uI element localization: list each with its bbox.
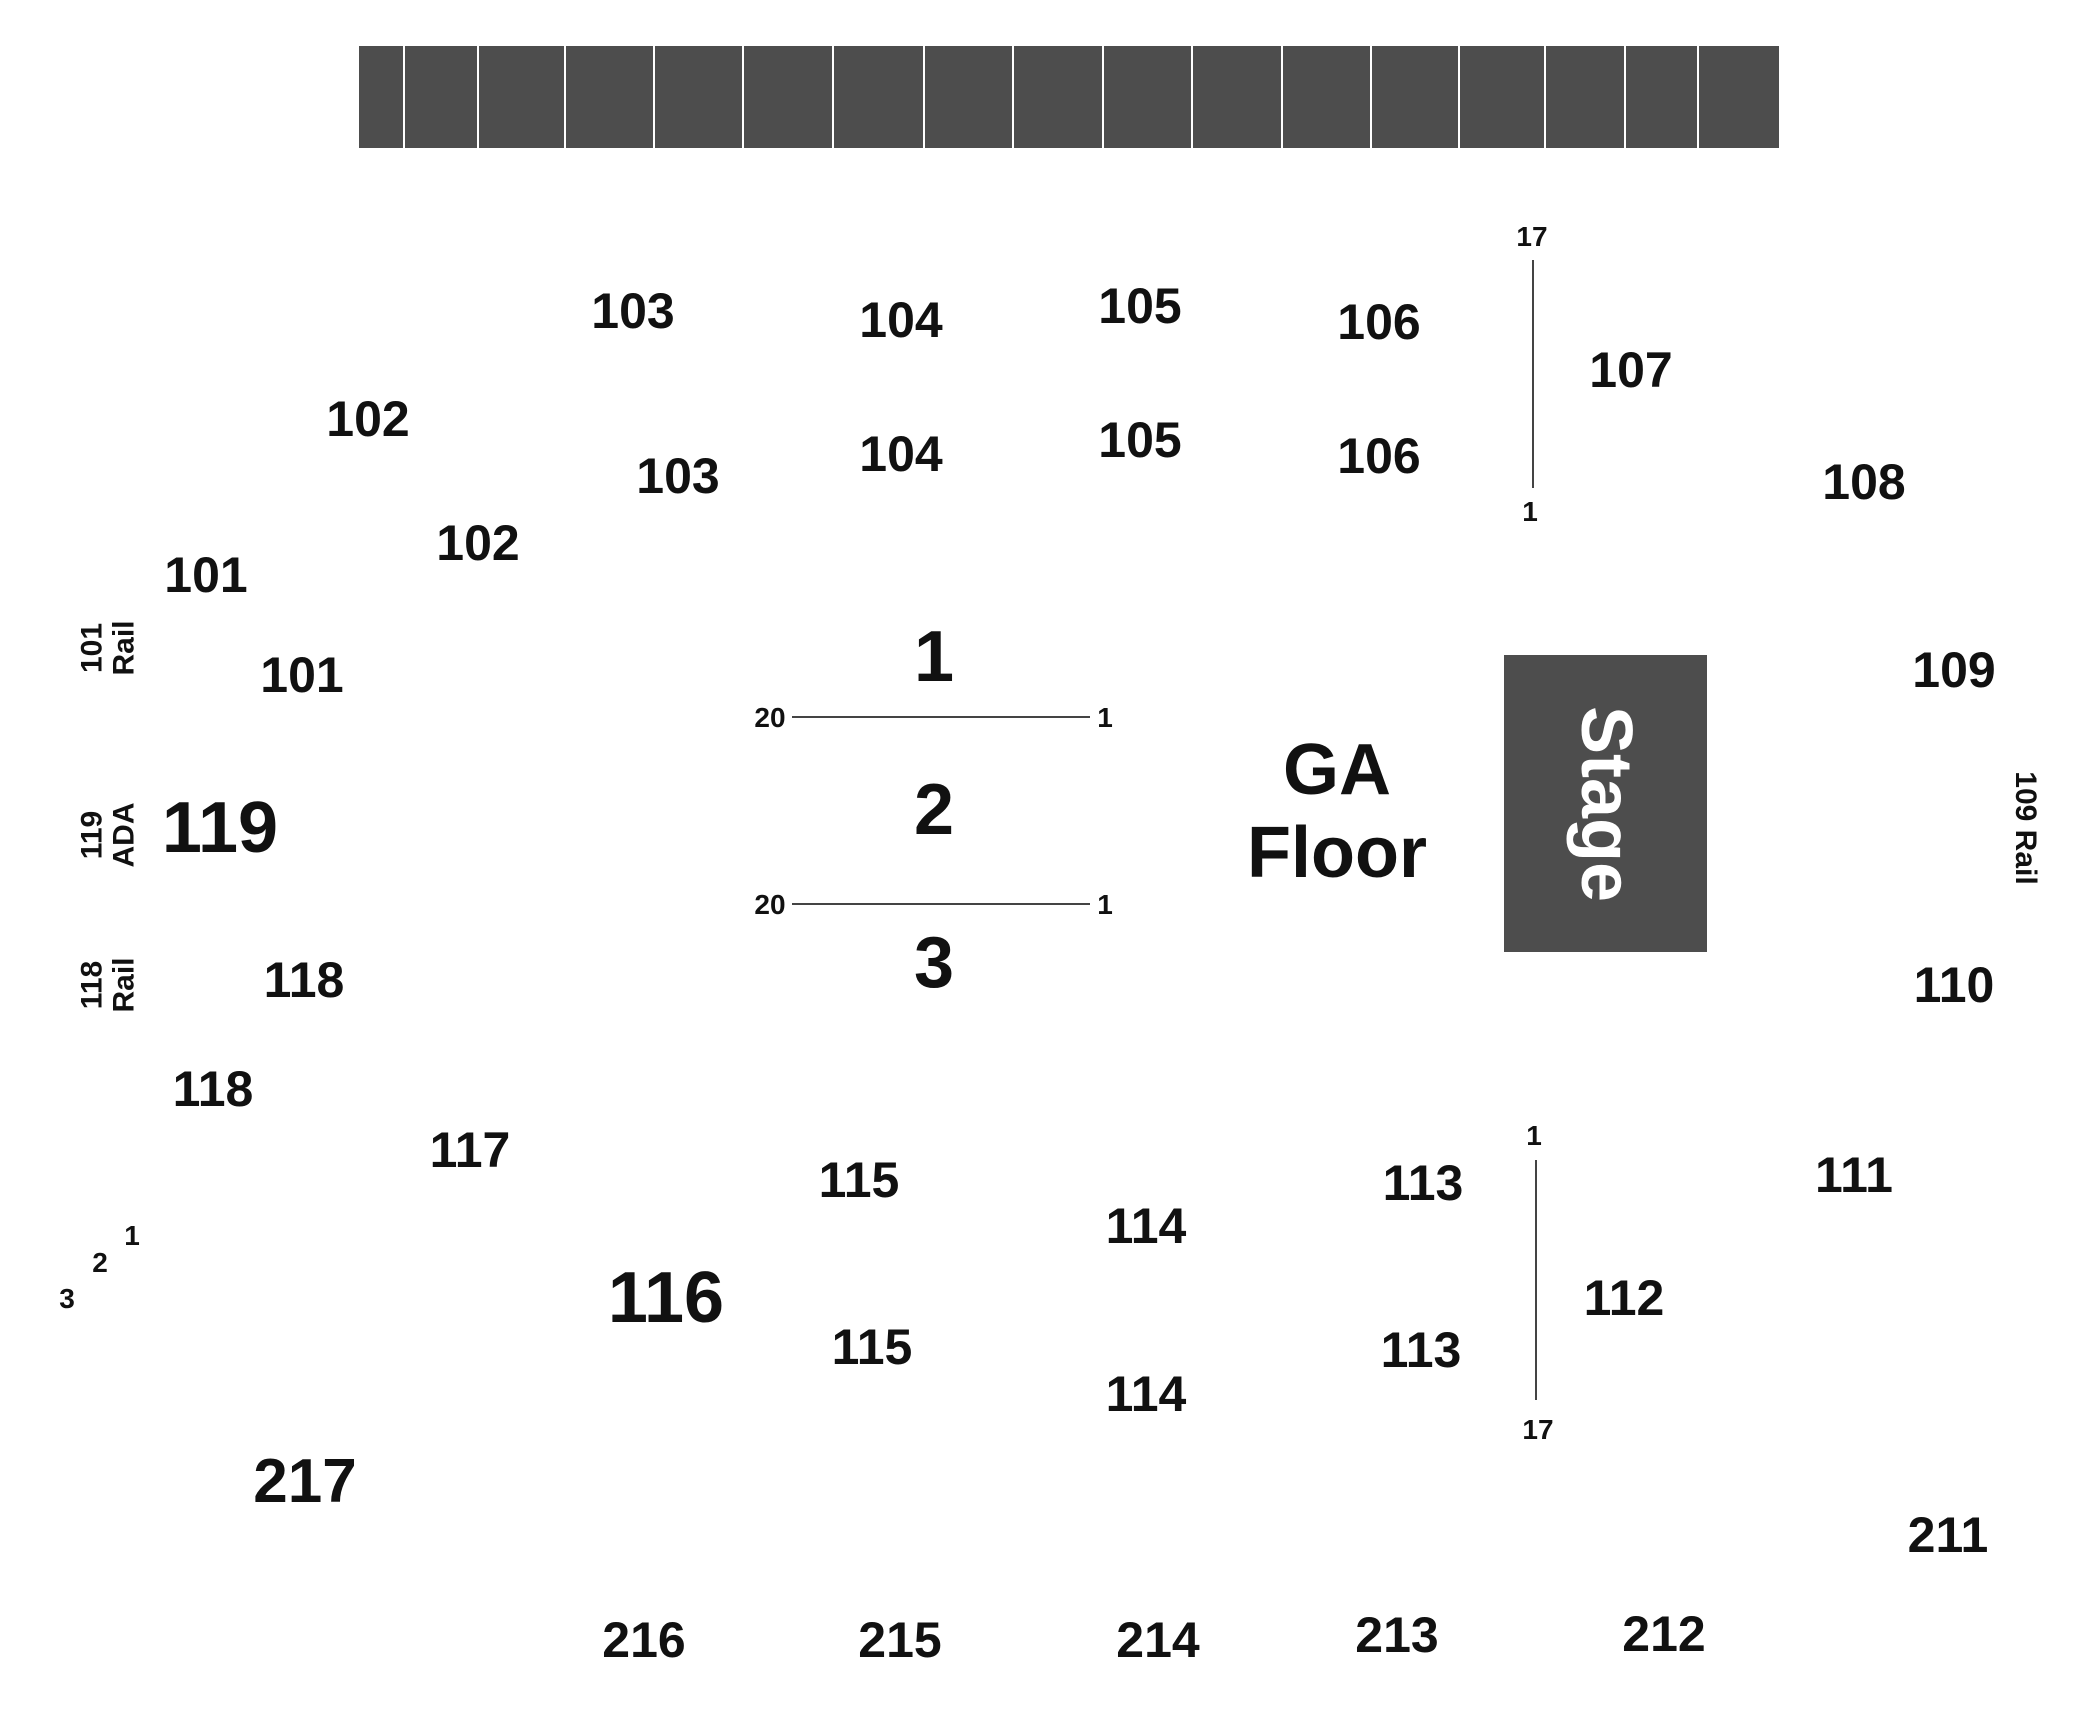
row-divider-2-3 xyxy=(792,903,1090,905)
section-213[interactable]: 213 xyxy=(1355,1607,1439,1663)
section-101-lower[interactable]: 101 xyxy=(260,647,344,703)
block-divider xyxy=(1544,46,1546,148)
section-109[interactable]: 109 xyxy=(1912,642,1996,698)
row-line-112 xyxy=(1535,1160,1537,1400)
row-marker-112-top: 1 xyxy=(1526,1120,1542,1151)
block-divider xyxy=(923,46,925,148)
section-101-upper[interactable]: 101 xyxy=(164,547,248,603)
block-divider xyxy=(403,46,405,148)
ga-floor-label-line2[interactable]: Floor xyxy=(1247,813,1427,893)
block-divider xyxy=(832,46,834,148)
block-divider xyxy=(1281,46,1283,148)
corner-marker-1: 1 xyxy=(124,1220,140,1251)
block-divider xyxy=(1624,46,1626,148)
row-marker-107-top: 17 xyxy=(1516,221,1548,252)
top-seating-block-row[interactable] xyxy=(359,46,1779,148)
block-divider xyxy=(1012,46,1014,148)
section-216[interactable]: 216 xyxy=(602,1612,686,1668)
section-105-lower[interactable]: 105 xyxy=(1098,412,1182,468)
block-divider xyxy=(477,46,479,148)
section-110[interactable]: 110 xyxy=(1913,957,1995,1013)
row-divider-1-2 xyxy=(792,716,1090,718)
section-118-upper[interactable]: 118 xyxy=(263,952,345,1008)
section-212[interactable]: 212 xyxy=(1622,1606,1706,1662)
seat-number-1: 1 xyxy=(1097,889,1113,920)
rail-101-text: Rail xyxy=(107,620,140,676)
section-102-upper[interactable]: 102 xyxy=(326,391,410,447)
section-115-upper[interactable]: 115 xyxy=(818,1152,900,1208)
row-marker-107-bottom: 1 xyxy=(1522,496,1538,527)
section-115-lower[interactable]: 115 xyxy=(831,1319,913,1375)
section-119[interactable]: 119 xyxy=(161,788,279,868)
section-211[interactable]: 211 xyxy=(1907,1507,1989,1563)
section-114-lower[interactable]: 114 xyxy=(1105,1366,1187,1422)
corner-marker-2: 2 xyxy=(92,1247,108,1278)
rail-118-number: 118 xyxy=(75,960,109,1010)
rail-118-label[interactable]: 118 Rail xyxy=(75,957,141,1013)
ada-119-text: ADA xyxy=(107,802,140,868)
ga-floor-label-line1[interactable]: GA xyxy=(1283,730,1391,810)
section-106-lower[interactable]: 106 xyxy=(1337,428,1421,484)
section-106-upper[interactable]: 106 xyxy=(1337,294,1421,350)
section-117[interactable]: 117 xyxy=(429,1122,511,1178)
floor-row-3[interactable]: 3 xyxy=(913,923,955,1003)
section-215[interactable]: 215 xyxy=(858,1612,942,1668)
section-104-upper[interactable]: 104 xyxy=(859,292,943,348)
seat-number-20: 20 xyxy=(754,702,786,733)
rail-109-label[interactable]: 109 Rail xyxy=(2009,771,2042,885)
section-114-upper[interactable]: 114 xyxy=(1105,1198,1187,1254)
block-divider xyxy=(1102,46,1104,148)
section-111[interactable]: 111 xyxy=(1815,1147,1893,1203)
block-divider xyxy=(1370,46,1372,148)
block-divider xyxy=(653,46,655,148)
seat-number-20: 20 xyxy=(754,889,786,920)
block-divider xyxy=(1191,46,1193,148)
ada-119-number: 119 xyxy=(75,810,109,860)
section-105-upper[interactable]: 105 xyxy=(1098,278,1182,334)
section-214[interactable]: 214 xyxy=(1116,1612,1200,1668)
block-divider xyxy=(564,46,566,148)
section-107[interactable]: 107 xyxy=(1589,342,1673,398)
rail-101-number: 101 xyxy=(75,622,109,674)
stage-label: Stage xyxy=(1565,705,1646,902)
section-103-upper[interactable]: 103 xyxy=(591,283,675,339)
section-113-upper[interactable]: 113 xyxy=(1382,1155,1464,1211)
seat-number-1: 1 xyxy=(1097,702,1113,733)
ada-119-label[interactable]: 119 ADA xyxy=(75,802,141,868)
section-113-lower[interactable]: 113 xyxy=(1380,1322,1462,1378)
block-divider xyxy=(742,46,744,148)
rail-101-label[interactable]: 101 Rail xyxy=(75,620,141,676)
section-102-lower[interactable]: 102 xyxy=(436,515,520,571)
section-217[interactable]: 217 xyxy=(253,1447,357,1516)
block-divider xyxy=(1458,46,1460,148)
section-118-lower[interactable]: 118 xyxy=(172,1061,254,1117)
corner-marker-3: 3 xyxy=(59,1283,75,1314)
section-103-lower[interactable]: 103 xyxy=(636,448,720,504)
floor-row-2[interactable]: 2 xyxy=(913,770,955,850)
row-line-107 xyxy=(1532,260,1534,488)
section-108[interactable]: 108 xyxy=(1822,454,1906,510)
stage: Stage xyxy=(1504,655,1707,952)
row-marker-112-bottom: 17 xyxy=(1522,1414,1554,1445)
section-116[interactable]: 116 xyxy=(607,1258,725,1338)
section-112[interactable]: 112 xyxy=(1583,1270,1665,1326)
rail-118-text: Rail xyxy=(107,957,140,1013)
block-divider xyxy=(1697,46,1699,148)
floor-row-1[interactable]: 1 xyxy=(913,617,955,697)
section-104-lower[interactable]: 104 xyxy=(859,426,943,482)
